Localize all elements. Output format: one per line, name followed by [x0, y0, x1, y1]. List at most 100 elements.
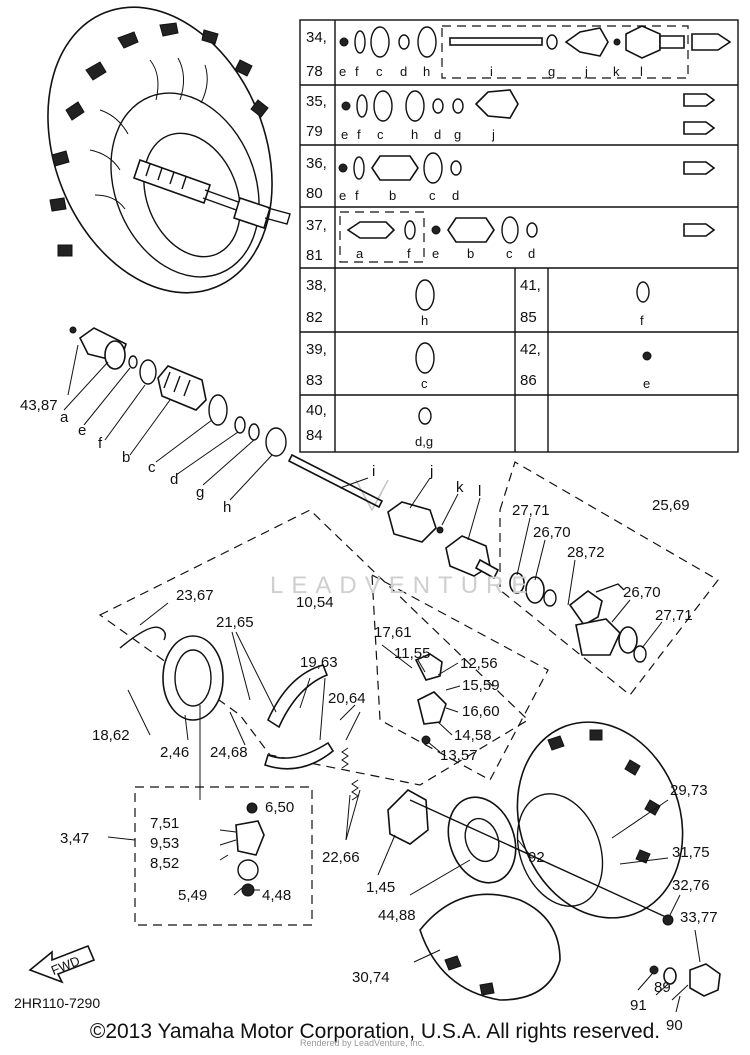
- callout-23-67: 23,67: [176, 587, 214, 604]
- callout-g: g: [196, 484, 204, 501]
- row-42-num: 42,: [520, 341, 541, 358]
- row-85-num: 85: [520, 309, 537, 326]
- callout-b: b: [122, 449, 130, 466]
- row-40-letter-dg: d,g: [415, 434, 433, 449]
- callout-22-66: 22,66: [322, 849, 360, 866]
- row-36-letter-e: e: [339, 188, 346, 203]
- callout-14-58: 14,58: [454, 727, 492, 744]
- callout-26-70-b: 26,70: [623, 584, 661, 601]
- callout-17-61: 17,61: [374, 624, 412, 641]
- callout-k: k: [456, 479, 464, 496]
- front-tire-illustration: [47, 6, 291, 294]
- callout-j: j: [429, 463, 433, 480]
- row-34-letter-h: h: [423, 64, 430, 79]
- row-41-num: 41,: [520, 277, 541, 294]
- callout-19-63: 19,63: [300, 654, 338, 671]
- callout-3-47: 3,47: [60, 830, 89, 847]
- row-37-parts: a f e b c d: [339, 211, 716, 263]
- variant-table: 34, 78 35, 79 36, 80 37, 81 38, 82 41, 8…: [299, 19, 739, 453]
- callout-30-74: 30,74: [352, 969, 390, 986]
- row-35-letter-e: e: [341, 127, 348, 142]
- drive-shaft-on-tire: [132, 158, 291, 230]
- row-39-num: 39,: [306, 341, 327, 358]
- row-35-letter-g: g: [454, 127, 461, 142]
- callout-10-54: 10,54: [296, 594, 334, 611]
- callout-28-72: 28,72: [567, 544, 605, 561]
- row-37-letter-a: a: [356, 246, 364, 261]
- row-78-num: 78: [306, 63, 323, 80]
- row-34-letter-l: l: [640, 64, 643, 79]
- row-83-num: 83: [306, 372, 323, 389]
- tire-tread-blocks: [49, 22, 269, 257]
- callout-8-52: 8,52: [150, 855, 179, 872]
- callout-44-88: 44,88: [378, 907, 416, 924]
- diagram-code: 2HR110-7290: [14, 995, 101, 1011]
- callout-5-49: 5,49: [178, 887, 207, 904]
- row-35-letter-h: h: [411, 127, 418, 142]
- callout-18-62: 18,62: [92, 727, 130, 744]
- callout-l: l: [478, 483, 481, 500]
- row-35-letter-j: j: [491, 127, 495, 142]
- callout-25-69: 25,69: [652, 497, 690, 514]
- row-37-letter-b: b: [467, 246, 474, 261]
- row-35-letter-c: c: [377, 127, 384, 142]
- row-34-num: 34,: [306, 29, 327, 46]
- row-34-letter-g: g: [548, 64, 555, 79]
- row-34-letter-e: e: [339, 64, 346, 79]
- row-84-num: 84: [306, 427, 323, 444]
- callout-7-51: 7,51: [150, 815, 179, 832]
- callout-9-53: 9,53: [150, 835, 179, 852]
- row-81-num: 81: [306, 247, 323, 264]
- callout-33-77: 33,77: [680, 909, 718, 926]
- fwd-arrow: FWD: [28, 944, 96, 984]
- row-37-letter-e: e: [432, 246, 439, 261]
- callout-h: h: [223, 499, 231, 516]
- callout-92: 92: [528, 849, 545, 866]
- callout-11-55: 11,55: [394, 645, 430, 662]
- callout-27-71-b: 27,71: [655, 607, 693, 624]
- row-40-num: 40,: [306, 402, 327, 419]
- lower-cells: h f c e d,g: [415, 279, 652, 449]
- row-34-letter-f: f: [355, 64, 359, 79]
- knuckle-group: [499, 461, 719, 696]
- row-34-letter-d: d: [400, 64, 407, 79]
- copyright-footer: ©2013 Yamaha Motor Corporation, U.S.A. A…: [89, 1020, 661, 1043]
- callout-a: a: [60, 409, 69, 426]
- callout-20-64: 20,64: [328, 690, 366, 707]
- callout-26-70-a: 26,70: [533, 524, 571, 541]
- callout-12-56: 12,56: [460, 655, 498, 672]
- row-36-parts: e f b c d: [338, 152, 716, 203]
- callout-labels: 43,87 a e f b c d g h i j k l 25,69 27,7…: [20, 397, 718, 1034]
- callout-27-71-a: 27,71: [512, 502, 550, 519]
- callout-91: 91: [630, 997, 647, 1014]
- callout-c: c: [148, 459, 156, 476]
- watermark-text: LEADVENTURE: [270, 572, 536, 599]
- row-79-num: 79: [306, 123, 323, 140]
- row-36-num: 36,: [306, 155, 327, 172]
- callout-31-75: 31,75: [672, 844, 710, 861]
- row-35-letter-d: d: [434, 127, 441, 142]
- leader-lines: [63, 344, 701, 1013]
- callout-16-60: 16,60: [462, 703, 500, 720]
- callout-i: i: [372, 463, 375, 480]
- row-34-letter-i: i: [490, 64, 493, 79]
- callout-24-68: 24,68: [210, 744, 248, 761]
- row-37-letter-f: f: [407, 246, 411, 261]
- watermark-logo: [355, 479, 389, 512]
- callout-90: 90: [666, 1017, 683, 1034]
- callout-4-48: 4,48: [262, 887, 291, 904]
- shaft-exploded-parts: [69, 326, 500, 580]
- row-34-letter-c: c: [376, 64, 383, 79]
- callout-15-59: 15,59: [462, 677, 500, 694]
- brake-group: [98, 509, 549, 926]
- row-86-num: 86: [520, 372, 537, 389]
- row-35-num: 35,: [306, 93, 327, 110]
- callout-43-87: 43,87: [20, 397, 58, 414]
- row-42-letter-e: e: [643, 376, 650, 391]
- callout-d: d: [170, 471, 178, 488]
- callout-29-73: 29,73: [670, 782, 708, 799]
- row-82-num: 82: [306, 309, 323, 326]
- row-34-letter-k: k: [613, 64, 620, 79]
- callout-2-46: 2,46: [160, 744, 189, 761]
